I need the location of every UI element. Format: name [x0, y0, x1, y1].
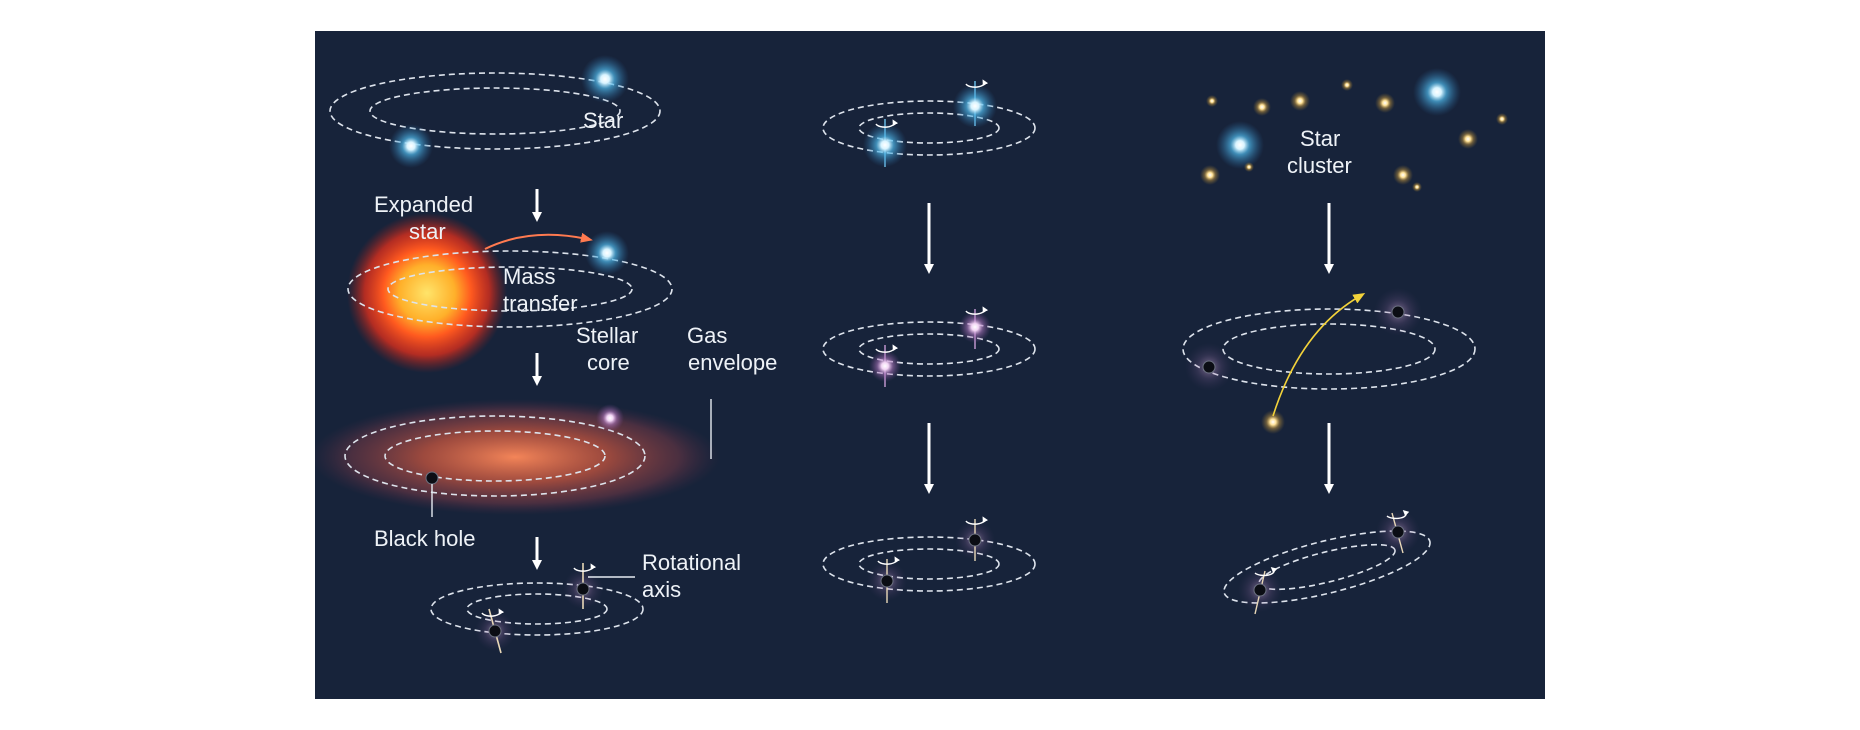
spin-icon	[573, 563, 597, 572]
spin-icon	[875, 344, 899, 353]
yellow-star	[1261, 410, 1285, 434]
stage-1-orbits	[329, 72, 661, 150]
col2-stage3-orbits	[822, 536, 1036, 592]
label-stellar-core-line1: Stellar	[576, 323, 639, 348]
spin-icon	[965, 79, 989, 88]
label-rotational-axis-line2: axis	[642, 577, 682, 602]
mass-transfer-arrow	[484, 232, 593, 250]
diagram-panel: Star Expanded star Mass transfer Stellar…	[315, 31, 1545, 699]
label-mass-transfer-line2: transfer	[503, 291, 578, 316]
stage-4-orbits	[430, 582, 644, 636]
spin-icon	[965, 306, 989, 315]
spin-icon	[1254, 567, 1278, 577]
black-hole	[880, 574, 894, 588]
stage-3-orbits	[344, 415, 646, 497]
blue-star	[585, 231, 629, 275]
blue-star	[863, 123, 907, 167]
blue-star	[389, 124, 433, 168]
stellar-core	[869, 350, 901, 382]
stage-2-orbits	[347, 250, 673, 328]
blue-star	[953, 84, 997, 128]
stellar-core	[959, 311, 991, 343]
label-stellar-core-line2: core	[587, 350, 630, 375]
capture-arrow	[1272, 292, 1366, 417]
label-expanded-star-line1: Expanded	[374, 192, 474, 217]
black-hole	[968, 533, 982, 547]
label-gas-envelope-line2: envelope	[688, 350, 778, 375]
black-hole	[576, 582, 590, 596]
label-rotational-axis-line1: Rotational	[642, 550, 742, 575]
black-hole	[1202, 360, 1216, 374]
stellar-core	[596, 404, 624, 432]
black-hole	[1391, 305, 1405, 319]
label-mass-transfer-line1: Mass	[503, 264, 556, 289]
spin-icon	[877, 556, 901, 565]
star-cluster	[1200, 68, 1508, 192]
label-black-hole: Black hole	[374, 526, 476, 551]
black-hole	[488, 624, 502, 638]
binary-black-hole-formation-diagram	[315, 55, 1508, 654]
spin-icon	[481, 608, 505, 617]
spin-icon	[875, 119, 899, 128]
black-hole	[1253, 583, 1267, 597]
label-expanded-star-line2: star	[409, 219, 446, 244]
col2-stage1-orbits	[822, 100, 1036, 156]
label-star-cluster-line1: Star	[1300, 126, 1341, 151]
gas-envelope	[315, 399, 720, 515]
label-star-cluster-line2: cluster	[1287, 153, 1352, 178]
spin-icon	[1386, 510, 1410, 520]
black-hole	[1391, 525, 1405, 539]
col2-stage2-orbits	[822, 321, 1036, 377]
label-star: Star	[583, 108, 624, 133]
blue-star	[581, 55, 629, 103]
spin-icon	[965, 516, 989, 525]
black-hole	[425, 471, 439, 485]
label-gas-envelope-line1: Gas	[687, 323, 728, 348]
